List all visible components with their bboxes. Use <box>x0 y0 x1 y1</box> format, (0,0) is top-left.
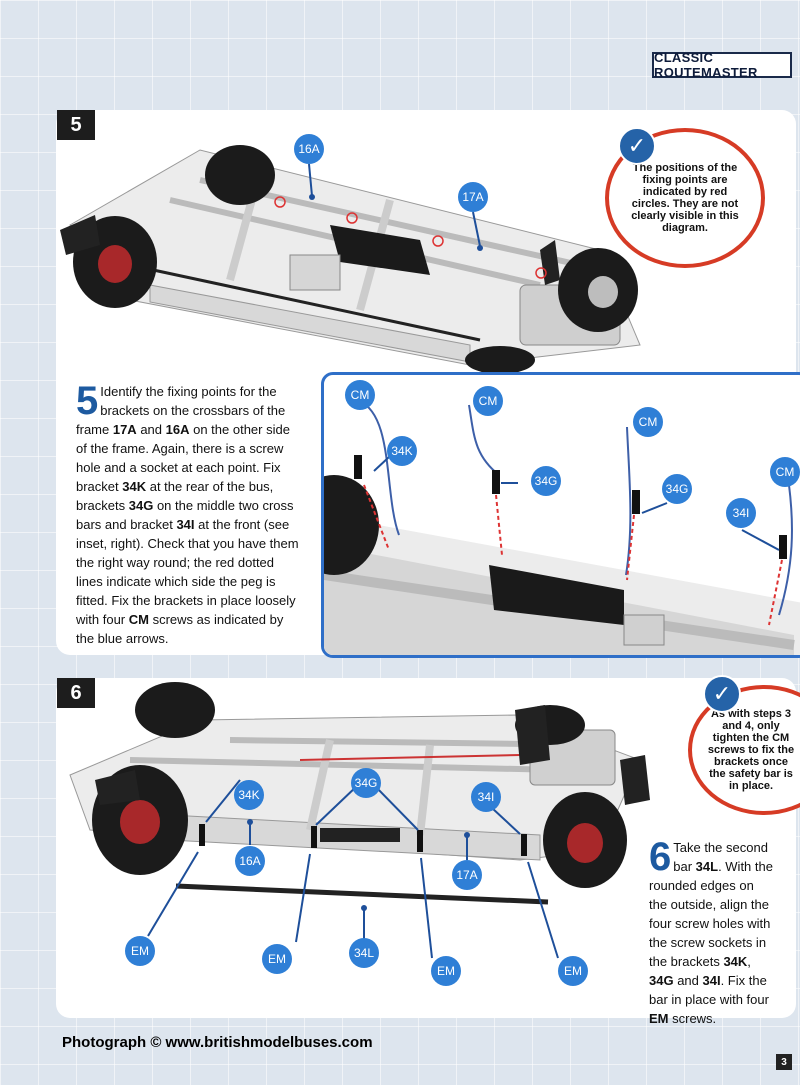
label-em-4: EM <box>558 956 588 986</box>
label-34G: 34G <box>351 768 381 798</box>
inset-label-cm-1: CM <box>345 380 375 410</box>
photo-credit: Photograph © www.britishmodelbuses.com <box>62 1034 373 1051</box>
step5-inset <box>321 372 800 658</box>
inset-label-34G-1: 34G <box>531 466 561 496</box>
label-16A-step6: 16A <box>235 846 265 876</box>
label-34L: 34L <box>349 938 379 968</box>
tip-text: The positions of the fixing points are i… <box>631 162 739 234</box>
check-icon: ✓ <box>618 127 656 165</box>
step5-dropcap: 5 <box>76 379 99 423</box>
inset-label-34I: 34I <box>726 498 756 528</box>
label-17A: 17A <box>458 182 488 212</box>
label-34K: 34K <box>234 780 264 810</box>
inset-label-34K: 34K <box>387 436 417 466</box>
inset-label-cm-4: CM <box>770 457 800 487</box>
step5-number: 5 <box>57 110 95 140</box>
check-icon: ✓ <box>703 675 741 713</box>
inset-label-34G-2: 34G <box>662 474 692 504</box>
page-number: 3 <box>776 1054 792 1070</box>
label-16A: 16A <box>294 134 324 164</box>
tip-text: As with steps 3 and 4, only tighten the … <box>707 708 795 792</box>
label-em-1: EM <box>125 936 155 966</box>
step6-dropcap: 6 <box>649 835 672 879</box>
step6-body: Take the second bar 34L. With the rounde… <box>649 840 773 1026</box>
inset-illustration <box>324 400 800 655</box>
step6-number: 6 <box>57 678 95 708</box>
series-title: CLASSIC ROUTEMASTER <box>652 50 792 80</box>
step6-text: 6 Take the second bar 34L. With the roun… <box>649 835 775 1028</box>
label-em-2: EM <box>262 944 292 974</box>
label-em-3: EM <box>431 956 461 986</box>
inset-label-cm-2: CM <box>473 386 503 416</box>
inset-label-cm-3: CM <box>633 407 663 437</box>
step5-text: 5 Identify the fixing points for the bra… <box>76 379 301 648</box>
label-34I: 34I <box>471 782 501 812</box>
step5-body: Identify the fixing points for the brack… <box>76 384 299 646</box>
step6-tip: As with steps 3 and 4, only tighten the … <box>688 685 800 815</box>
label-17A-step6: 17A <box>452 860 482 890</box>
